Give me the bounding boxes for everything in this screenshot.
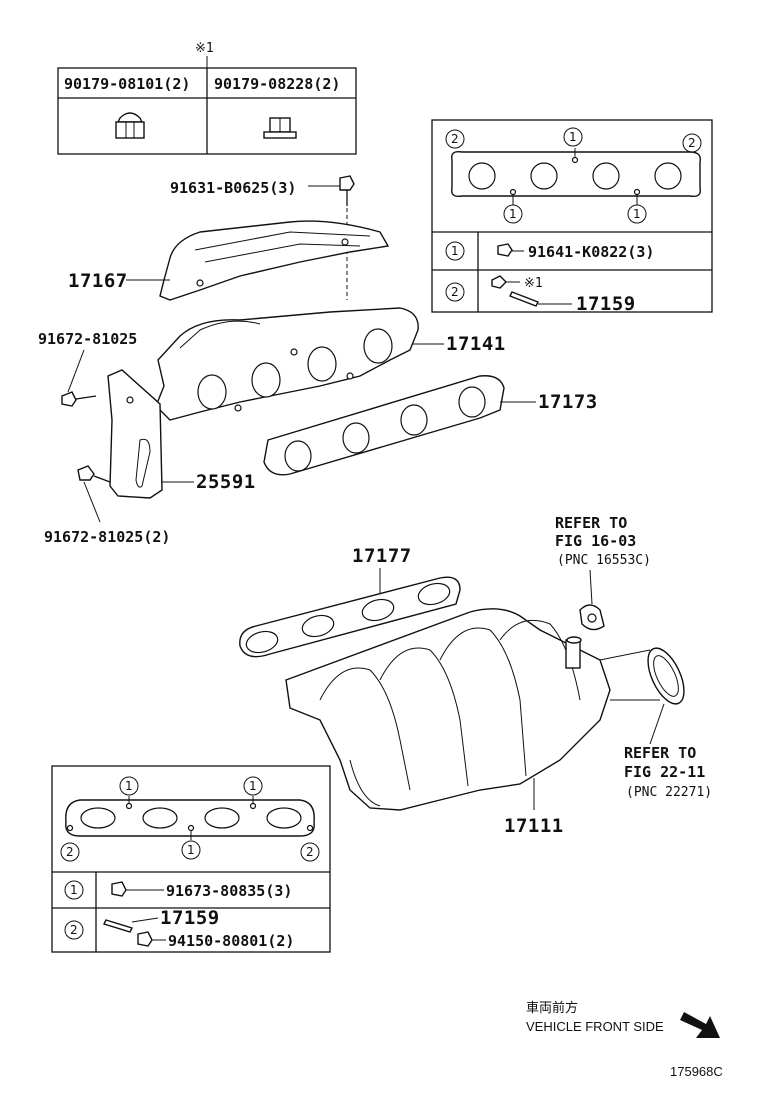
insulator-bolt-icon	[339, 175, 355, 206]
front-label-english: VEHICLE FRONT SIDE	[526, 1019, 664, 1034]
bracket-bolt-upper-label: 91672-81025	[38, 330, 137, 348]
exhaust-row1-part: 91641-K0822(3)	[528, 243, 654, 261]
exhaust-gasket-mark: 1	[509, 207, 517, 221]
bracket-bolt-icon	[77, 465, 111, 483]
nut-table: ※1 90179-08101(2) 90179-08228(2)	[57, 41, 357, 155]
intake-manifold-label: 17111	[504, 815, 564, 837]
exhaust-manifold	[155, 307, 419, 421]
bracket-label: 25591	[196, 471, 256, 493]
bracket-bolt-lower-label: 91672-81025(2)	[44, 528, 170, 546]
exhaust-row2-note: ※1	[524, 276, 543, 291]
intake-gasket-mark: 2	[306, 845, 314, 859]
refer-upper-line3: (PNC 16553C)	[557, 553, 651, 568]
vehicle-front-indicator: 車両前方 VEHICLE FRONT SIDE	[526, 1000, 720, 1038]
heat-insulator	[159, 220, 390, 301]
exhaust-gasket-mark: 1	[569, 130, 577, 144]
exhaust-row1-marker: 1	[451, 244, 459, 258]
stud-nut-icon	[491, 275, 572, 307]
intake-gasket-mark: 1	[187, 843, 195, 857]
exhaust-gasket-detail: 2 1 2 1 1 1 91641-K0822(3) 2 ※1 17159	[431, 119, 713, 315]
intake-gasket-mark: 1	[125, 779, 133, 793]
nut-part-number-2: 90179-08228(2)	[214, 75, 340, 93]
exhaust-gasket-mark: 2	[451, 132, 459, 146]
front-label-japanese: 車両前方	[526, 1000, 578, 1015]
intake-gasket-detail: 1 1 2 1 2 1 91673-80835(3) 2 17159 94150…	[51, 765, 331, 953]
refer-upper: REFER TO FIG 16-03 (PNC 16553C)	[555, 514, 651, 631]
intake-row2-part-a: 17159	[160, 907, 220, 929]
intake-gasket-mark: 1	[249, 779, 257, 793]
refer-upper-line2: FIG 16-03	[555, 532, 636, 550]
refer-upper-line1: REFER TO	[555, 514, 627, 532]
intake-row2-part-b: 94150-80801(2)	[168, 932, 294, 950]
flange-bolt-icon	[111, 881, 164, 897]
stud-nut-icon	[103, 917, 166, 947]
intake-gasket-label: 17177	[352, 545, 412, 567]
intake-row2-marker: 2	[70, 923, 78, 937]
figure-code: 175968C	[670, 1064, 723, 1079]
exhaust-gasket-mark: 2	[688, 136, 696, 150]
exhaust-gasket-label: 17173	[538, 391, 598, 413]
refer-lower: REFER TO FIG 22-11 (PNC 22271)	[624, 703, 712, 800]
exhaust-assembly: 91631-B0625(3) 17167 17141 17173	[38, 175, 598, 546]
heat-insulator-label: 17167	[68, 270, 128, 292]
bracket	[107, 369, 163, 499]
bracket-bolt-icon	[61, 391, 97, 407]
exhaust-row2-marker: 2	[451, 285, 459, 299]
front-arrow-icon	[680, 1012, 720, 1038]
intake-row1-marker: 1	[70, 883, 78, 897]
exhaust-gasket-mark: 1	[633, 207, 641, 221]
nut-part-number-1: 90179-08101(2)	[64, 75, 190, 93]
refer-lower-line2: FIG 22-11	[624, 763, 705, 781]
exhaust-gasket	[263, 375, 505, 476]
refer-lower-line1: REFER TO	[624, 744, 696, 762]
intake-gasket-group: 17177	[239, 545, 461, 658]
intake-gasket-mark: 2	[66, 845, 74, 859]
refer-lower-line3: (PNC 22271)	[626, 785, 712, 800]
exhaust-manifold-label: 17141	[446, 333, 506, 355]
hose-clip-icon	[579, 604, 605, 631]
intake-row1-part: 91673-80835(3)	[166, 882, 292, 900]
intake-manifold: 17111	[285, 608, 685, 837]
flange-bolt-icon	[497, 243, 524, 257]
nut-table-note-mark: ※1	[195, 41, 214, 56]
insulator-bolt-label: 91631-B0625(3)	[170, 179, 296, 197]
intake-gasket	[239, 576, 461, 658]
exhaust-row2-part: 17159	[576, 293, 636, 315]
cap-nut-icon	[115, 112, 145, 139]
flange-nut-icon	[263, 117, 297, 139]
